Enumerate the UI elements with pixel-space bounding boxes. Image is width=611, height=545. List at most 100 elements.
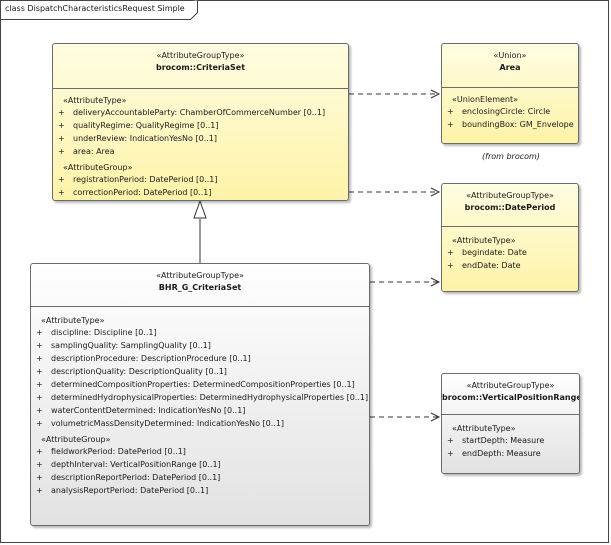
section-stereotype: «AttributeType» (452, 236, 516, 245)
class-stereotype: «AttributeGroupType» (466, 191, 554, 200)
attribute-row[interactable]: + analysisReportPeriod: DatePeriod [0..1] (31, 484, 369, 497)
attribute-text: correctionPeriod: DatePeriod [0..1] (73, 188, 212, 197)
attribute-row[interactable]: + endDepth: Measure (442, 447, 579, 460)
attribute-row[interactable]: +waterContentDetermined: IndicationYesNo… (31, 404, 369, 417)
attribute-text: area: Area (73, 147, 115, 156)
attribute-row[interactable]: + volumetricMassDensityDetermined: Indica… (31, 417, 369, 430)
class-name: BHR_G_CriteriaSet (158, 283, 242, 292)
section-stereotype: «AttributeType» (452, 424, 516, 433)
attribute-text: boundingBox: GM_Envelope (462, 120, 574, 129)
class-stereotype: «AttributeGroupType» (156, 51, 245, 60)
visibility-marker: + (447, 248, 454, 257)
visibility-marker: + (36, 460, 43, 469)
visibility-marker: + (36, 341, 43, 350)
visibility-marker: + (36, 419, 43, 428)
attribute-row[interactable]: + registrationPeriod: DatePeriod [0..1] (53, 173, 348, 186)
attribute-text: volumetricMassDensityDetermined: Indicat… (51, 419, 285, 428)
class-date-period[interactable]: «AttributeGroupType» brocom::DatePeriod … (441, 183, 579, 292)
attribute-row[interactable]: +descriptionProcedure: DescriptionProced… (31, 352, 369, 365)
attribute-text: analysisReportPeriod: DatePeriod [0..1] (51, 486, 209, 495)
attribute-text: determinedHydrophysicalProperties: Deter… (51, 393, 369, 402)
attribute-text: depthInterval: VerticalPositionRange [0.… (51, 460, 221, 469)
class-name: brocom::VerticalPositionRange (442, 393, 580, 402)
class-criteria-set[interactable]: «AttributeGroupType» brocom::CriteriaSet… (52, 43, 349, 201)
attribute-text: startDepth: Measure (462, 436, 545, 445)
attribute-text: begindate: Date (462, 248, 527, 257)
class-name: brocom::CriteriaSet (155, 63, 246, 72)
dependency-bhr-to-dateperiod-arrowhead (430, 277, 441, 287)
class-stereotype: «AttributeGroupType» (156, 271, 244, 280)
visibility-marker: + (447, 436, 454, 445)
visibility-marker: + (447, 449, 454, 458)
attribute-text: samplingQuality: SamplingQuality [0..1] (51, 341, 211, 350)
attribute-text: endDate: Date (462, 261, 521, 270)
attribute-text: determinedCompositionProperties: Determi… (51, 380, 355, 389)
attribute-text: descriptionQuality: DescriptionQuality [… (51, 367, 227, 376)
attribute-text: deliveryAccountableParty: ChamberOfComme… (73, 108, 326, 117)
attribute-row[interactable]: + determinedCompositionProperties: Determ… (31, 378, 369, 391)
attribute-row[interactable]: + discipline: Discipline [0..1] (31, 326, 369, 339)
attribute-row[interactable]: + descriptionQuality: DescriptionQuality … (31, 365, 369, 378)
visibility-marker: + (36, 380, 43, 389)
visibility-marker: + (58, 108, 65, 117)
attribute-row[interactable]: + qualityRegime: QualityRegime [0..1] (53, 119, 348, 132)
attribute-row[interactable]: + startDepth: Measure (442, 434, 579, 447)
visibility-marker: + (36, 328, 43, 337)
class-vertical-position-range[interactable]: «AttributeGroupType» brocom::VerticalPos… (441, 373, 580, 474)
attribute-row[interactable]: + descriptionReportPeriod: DatePeriod [0.… (31, 471, 369, 484)
attribute-text: registrationPeriod: DatePeriod [0..1] (73, 175, 218, 184)
attribute-row[interactable]: + endDate: Date (442, 259, 578, 272)
visibility-marker: + (36, 393, 43, 402)
visibility-marker: + (58, 175, 65, 184)
attribute-row[interactable]: + determinedHydrophysicalProperties: Dete… (31, 391, 369, 404)
dependency-criteriaset-to-dateperiod-arrowhead (430, 187, 441, 197)
attribute-row[interactable]: + samplingQuality: SamplingQuality [0..1] (31, 339, 369, 352)
attribute-row[interactable]: + deliveryAccountableParty: ChamberOfComm… (53, 106, 348, 119)
visibility-marker: + (36, 473, 43, 482)
visibility-marker: + (58, 134, 65, 143)
attribute-text: descriptionProcedure: DescriptionProcedu… (51, 354, 251, 363)
visibility-marker: + (447, 261, 454, 270)
class-name: Area (499, 63, 521, 72)
class-bhr-g-criteria-set[interactable]: «AttributeGroupType» BHR_G_CriteriaSet «… (30, 263, 370, 526)
visibility-marker: + (36, 447, 43, 456)
attribute-row[interactable]: + enclosingCircle: Circle (442, 105, 578, 118)
attribute-text: enclosingCircle: Circle (462, 107, 551, 116)
section-stereotype: «AttributeType» (63, 96, 127, 105)
section-stereotype: «UnionElement» (452, 95, 519, 104)
visibility-marker: + (58, 121, 65, 130)
attribute-row[interactable]: + area: Area (53, 145, 348, 158)
attribute-row[interactable]: + boundingBox: GM_Envelope (442, 118, 578, 131)
class-area[interactable]: «Union» Area «UnionElement» + enclosingCi… (441, 43, 579, 144)
diagram-title: class DispatchCharacteristicsRequest Sim… (5, 4, 185, 13)
attribute-row[interactable]: + correctionPeriod: DatePeriod [0..1] (53, 186, 348, 199)
section-stereotype: «AttributeType» (41, 316, 105, 325)
visibility-marker: + (36, 486, 43, 495)
attribute-text: fieldworkPeriod: DatePeriod [0..1] (51, 447, 186, 456)
attribute-row[interactable]: + underReview: IndicationYesNo [0..1] (53, 132, 348, 145)
attribute-row[interactable]: + depthInterval: VerticalPositionRange [0… (31, 458, 369, 471)
from-package-note: (from brocom) (482, 152, 540, 161)
dependency-criteriaset-to-area-arrowhead (430, 89, 441, 99)
attribute-row[interactable]: + begindate: Date (442, 246, 578, 259)
visibility-marker: + (36, 367, 43, 376)
diagram-frame-tab: class DispatchCharacteristicsRequest Sim… (0, 0, 198, 20)
class-stereotype: «Union» (493, 51, 527, 60)
visibility-marker: + (447, 120, 454, 129)
attribute-text: endDepth: Measure (462, 449, 541, 458)
visibility-marker: + (447, 107, 454, 116)
visibility-marker: + (58, 188, 65, 197)
section-stereotype: «AttributeGroup» (63, 163, 133, 172)
section-stereotype: «AttributeGroup» (41, 435, 111, 444)
visibility-marker: + (36, 406, 43, 415)
attribute-text: underReview: IndicationYesNo [0..1] (73, 134, 217, 143)
visibility-marker: + (58, 147, 65, 156)
attribute-text: discipline: Discipline [0..1] (51, 328, 157, 337)
attribute-text: descriptionReportPeriod: DatePeriod [0..… (51, 473, 221, 482)
attribute-text: qualityRegime: QualityRegime [0..1] (73, 121, 219, 130)
class-stereotype: «AttributeGroupType» (466, 381, 555, 390)
dependency-bhr-to-verticalpositionrange-arrowhead (430, 412, 441, 422)
attribute-row[interactable]: + fieldworkPeriod: DatePeriod [0..1] (31, 445, 369, 458)
